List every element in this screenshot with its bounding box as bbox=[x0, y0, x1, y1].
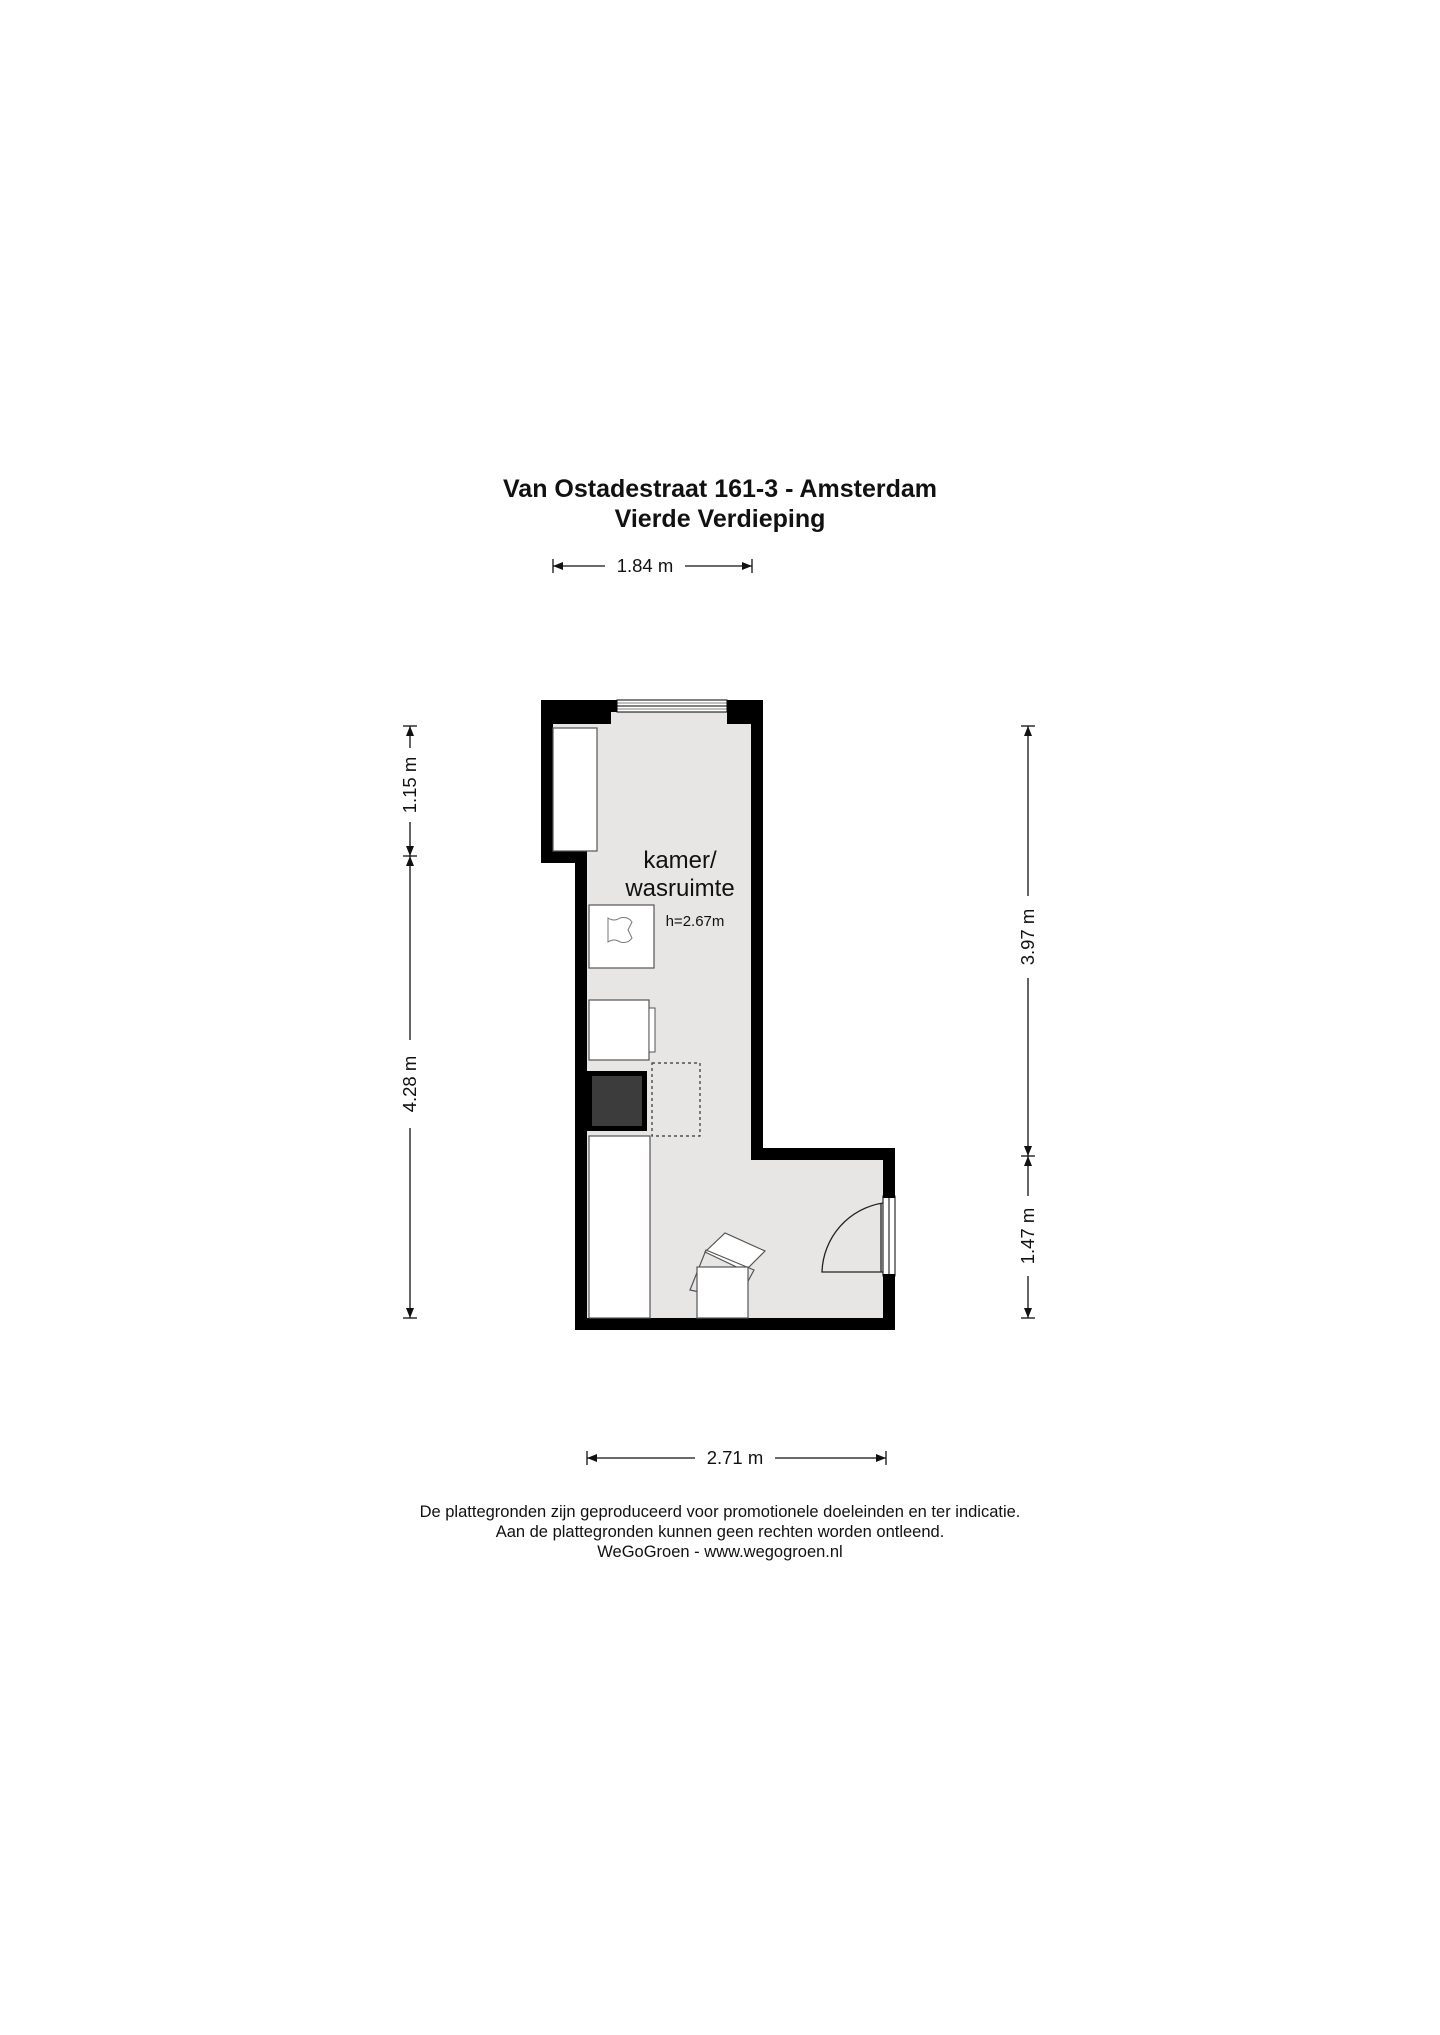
cabinet bbox=[588, 1135, 651, 1319]
footer-disclaimer-1: De plattegronden zijn geproduceerd voor … bbox=[419, 1503, 1021, 1521]
dim-left-lower-label: 4.28 m bbox=[399, 1056, 420, 1113]
dim-top-label: 1.84 m bbox=[617, 555, 674, 576]
dimension-top-width: 1.84 m bbox=[552, 555, 753, 576]
footer-company-link[interactable]: WeGoGroen - www.wegogroen.nl bbox=[597, 1543, 843, 1561]
washing-machine bbox=[588, 999, 656, 1061]
dimension-left: 1.15 m 4.28 m bbox=[399, 725, 420, 1319]
dim-right-lower-label: 1.47 m bbox=[1017, 1208, 1038, 1265]
dark-block bbox=[587, 1071, 647, 1131]
right-door bbox=[821, 1190, 896, 1282]
room-height: h=2.67m bbox=[666, 913, 725, 930]
washbasin bbox=[588, 904, 655, 969]
dim-left-upper-label: 1.15 m bbox=[399, 757, 420, 814]
dim-right-upper-label: 3.97 m bbox=[1017, 909, 1038, 966]
wall-block-right bbox=[727, 700, 763, 724]
desk-with-chair bbox=[689, 1232, 767, 1319]
dimension-right: 3.97 m 1.47 m bbox=[1017, 725, 1038, 1319]
wall-block-left bbox=[541, 700, 611, 724]
dimension-bottom-width: 2.71 m bbox=[586, 1447, 887, 1468]
room-name-line1: kamer/ bbox=[643, 847, 717, 874]
wardrobe bbox=[552, 727, 598, 852]
dim-bottom-label: 2.71 m bbox=[707, 1447, 764, 1468]
room-name-line2: wasruimte bbox=[624, 875, 734, 902]
plan-address: Van Ostadestraat 161-3 - Amsterdam bbox=[503, 475, 937, 503]
plan-floor-name: Vierde Verdieping bbox=[614, 505, 826, 533]
top-window bbox=[616, 699, 728, 713]
appliance-clearance bbox=[651, 1062, 701, 1137]
footer-disclaimer-2: Aan de plattegronden kunnen geen rechten… bbox=[495, 1523, 945, 1541]
